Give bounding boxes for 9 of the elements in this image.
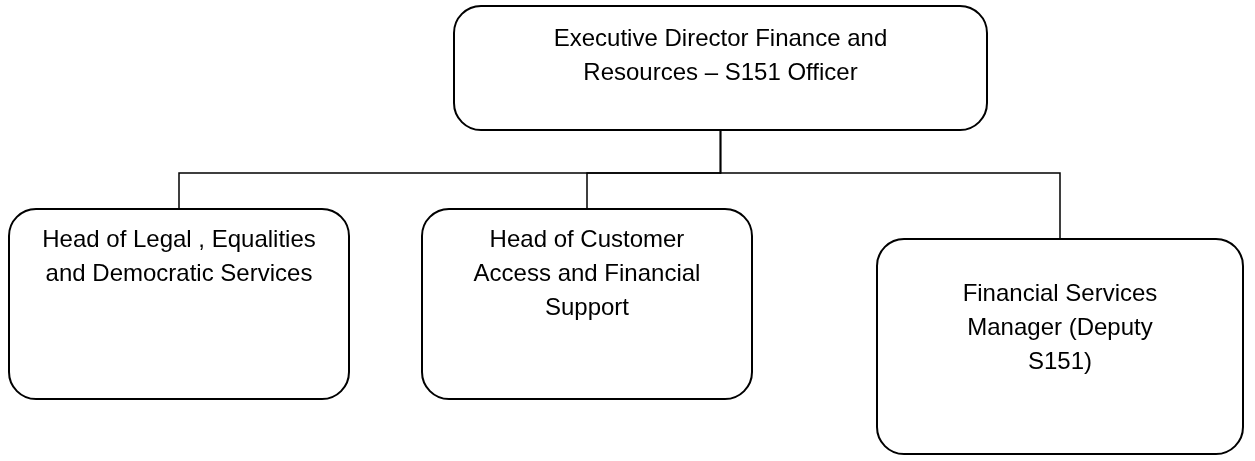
connector-line xyxy=(719,130,1061,239)
role-box xyxy=(876,238,1244,455)
role-box xyxy=(8,208,350,400)
role-title: Head of Legal , Equalities and Democratic Services xyxy=(41,224,317,288)
role-title: Financial Services Manager (Deputy S151) xyxy=(961,278,1159,376)
role-box xyxy=(453,5,988,131)
role-title: Head of Customer Access and Financial Support xyxy=(472,224,702,322)
role-box xyxy=(421,208,753,400)
role-title: Executive Director Finance and Resources – S151 Officer xyxy=(552,23,889,87)
